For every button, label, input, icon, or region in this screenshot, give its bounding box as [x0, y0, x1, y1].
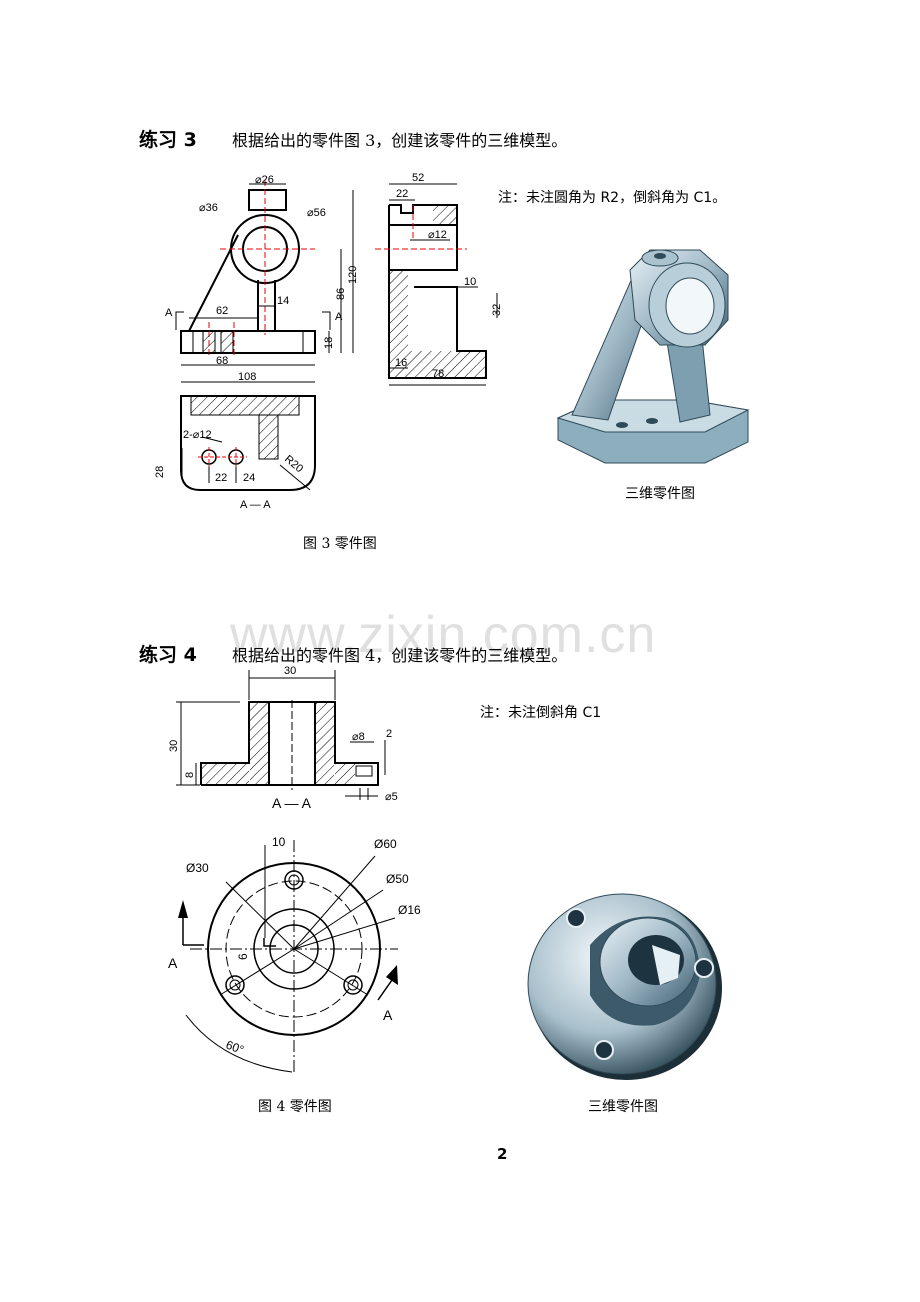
section-label-4: A — A	[272, 795, 312, 811]
section-mark-left: A	[165, 307, 173, 319]
section-label-3: A — A	[240, 499, 271, 511]
exercise-3-figure-caption: 图 3 零件图	[303, 536, 377, 552]
exercise-4-model-caption: 三维零件图	[588, 1099, 658, 1115]
dim-ex4-d30b: Ø30	[186, 861, 209, 875]
front-view	[180, 189, 316, 354]
dim-d86: 86	[335, 288, 347, 300]
dim-d16: 16	[395, 357, 407, 369]
dim-ex4-d5: ⌀5	[385, 791, 398, 803]
exercise-4-description: 根据给出的零件图 4，创建该零件的三维模型。	[232, 646, 568, 665]
exercise-3-note: 注：未注圆角为 R2，倒斜角为 C1。	[498, 190, 727, 206]
dim-d22: 22	[396, 188, 408, 200]
dim-ex4-h8: 8	[184, 772, 196, 778]
dim-d78: 78	[432, 368, 444, 380]
exercise-4-figure-caption: 图 4 零件图	[258, 1099, 332, 1115]
dim-d28: 28	[154, 466, 166, 478]
dim-ex4-d16: Ø16	[398, 903, 421, 917]
dim-d52: 52	[412, 172, 424, 184]
dim-ex4-d10: 10	[272, 835, 286, 849]
dim-d10: 10	[464, 276, 476, 288]
dim-holes: 2-⌀12	[183, 429, 212, 441]
section-arrow-a-left: A	[168, 955, 178, 971]
dim-ex4-d50: Ø50	[386, 872, 409, 886]
section-mark-right: A	[335, 311, 343, 323]
section-arrow-a-right: A	[383, 1007, 393, 1023]
exercise-3-title: 练习 3	[139, 129, 197, 151]
dim-ex4-d8: ⌀8	[352, 731, 365, 743]
dim-ex4-d2: 2	[386, 728, 392, 740]
dim-d24: 24	[243, 472, 255, 484]
dim-ex4-d6: 6	[236, 953, 250, 960]
dim-d120: 120	[347, 266, 359, 284]
dim-d68: 68	[216, 355, 228, 367]
model-3d-exercise-3	[556, 249, 750, 464]
model-3d-exercise-4	[527, 893, 722, 1080]
dim-d12: ⌀12	[428, 229, 447, 241]
exercise-4-section-view	[200, 701, 379, 786]
dim-d56: ⌀56	[307, 207, 326, 219]
exercise-4-title: 练习 4	[139, 644, 197, 666]
watermark: www.zixin.com.cn	[230, 606, 657, 664]
exercise-3-description: 根据给出的零件图 3，创建该零件的三维模型。	[232, 131, 568, 150]
exercise-4-note: 注：未注倒斜角 C1	[480, 705, 602, 721]
dim-d36: ⌀36	[199, 202, 218, 214]
dim-ex4-a60: 60°	[224, 1038, 246, 1057]
dim-d18: 18	[323, 337, 335, 349]
dim-ex4-d30: 30	[284, 665, 296, 677]
page-number: 2	[497, 1145, 508, 1163]
dim-ex4-d60: Ø60	[374, 837, 397, 851]
dim-d22b: 22	[215, 472, 227, 484]
dim-d62: 62	[216, 305, 228, 317]
dim-d108: 108	[238, 371, 256, 383]
exercise-4-plan-view	[182, 840, 398, 1075]
exercise-3-model-caption: 三维零件图	[625, 486, 695, 502]
top-section-view	[180, 395, 316, 491]
dim-ex4-h30: 30	[168, 740, 180, 752]
dim-d32: 32	[491, 304, 503, 316]
dim-d26: ⌀26	[255, 174, 274, 186]
dim-d14: 14	[277, 295, 289, 307]
dim-r20: R20	[282, 453, 305, 475]
